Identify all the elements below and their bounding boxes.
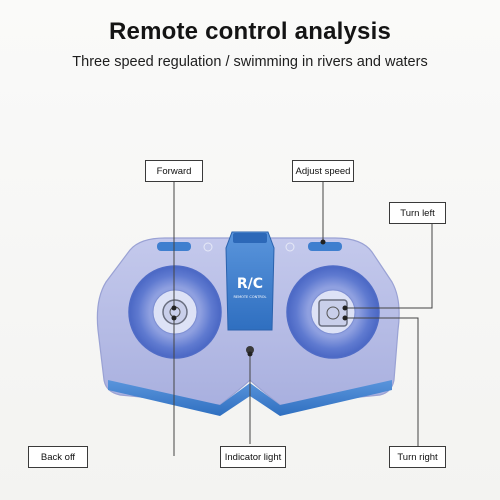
label-back-off: Back off [28, 446, 88, 468]
page-subtitle: Three speed regulation / swimming in riv… [72, 54, 428, 70]
logo-subtext: REMOTE CONTROL [234, 295, 267, 299]
center-panel [225, 231, 275, 331]
label-turn-right: Turn right [389, 446, 446, 468]
label-adjust-speed: Adjust speed [292, 160, 354, 182]
leader-lines [173, 182, 433, 456]
adjust-speed-dot [320, 239, 326, 245]
indicator-light [246, 346, 254, 354]
turn-left-leader [345, 224, 433, 309]
label-turn-left: Turn left [389, 202, 446, 224]
center-panel-top [233, 233, 267, 243]
page-title: Remote control analysis [108, 18, 392, 45]
label-indicator-light: Indicator light [220, 446, 286, 468]
logo-text: R/C [237, 276, 263, 292]
turn-left-dot [342, 305, 348, 311]
turn-right-leader [345, 317, 419, 456]
left-top-icon [203, 242, 213, 252]
speed-button[interactable] [308, 242, 342, 251]
left-joystick-knob[interactable] [162, 299, 188, 325]
indicator-dot [247, 351, 253, 357]
right-joystick-knob[interactable] [318, 299, 348, 327]
back-off-dot [171, 315, 177, 321]
right-joystick-center-icon [326, 306, 340, 320]
turn-right-dot [342, 315, 348, 321]
label-forward: Forward [145, 160, 203, 182]
right-top-icon [285, 242, 295, 252]
forward-dot [171, 305, 177, 311]
